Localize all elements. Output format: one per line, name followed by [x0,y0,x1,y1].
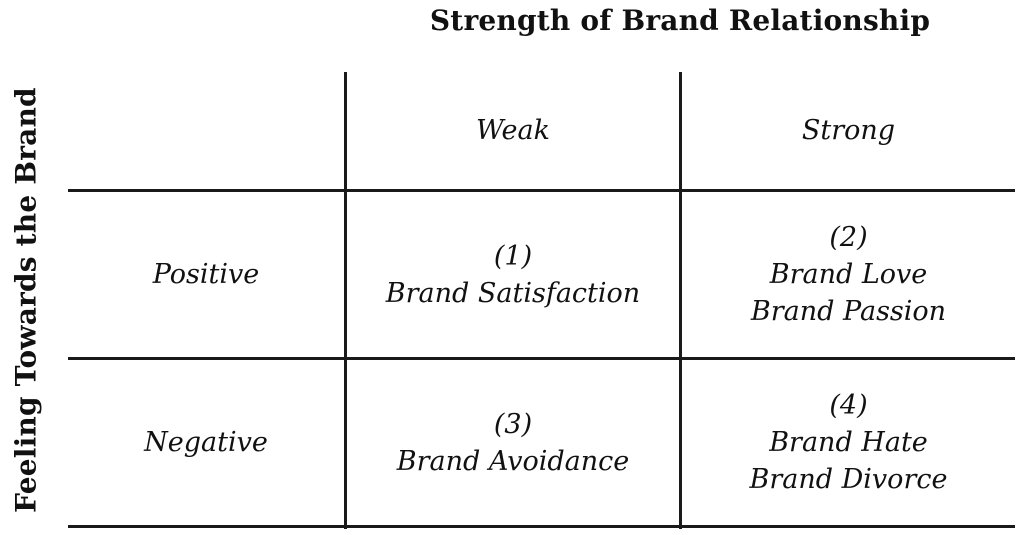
quadrant-4: (4) Brand Hate Brand Divorce [682,360,1015,525]
grid-line-horizontal-2 [68,357,1015,360]
quadrant-label: Brand Passion [750,296,947,327]
quadrant-label: Brand Divorce [749,464,948,495]
row-header-label: Negative [144,427,268,458]
grid-line-vertical-1 [344,72,347,529]
quadrant-label: Brand Love [769,259,928,290]
quadrant-label: Brand Satisfaction [385,277,641,309]
quadrant-number: (1) [493,240,533,272]
row-header-positive: Positive [68,192,344,357]
quadrant-3: (3) Brand Avoidance [347,360,679,525]
column-header-weak: Weak [347,72,679,189]
column-header-strong: Strong [682,72,1015,189]
quadrant-label: Brand Avoidance [396,445,630,477]
grid-line-vertical-2 [679,72,682,529]
row-header-label: Positive [152,259,260,290]
grid-line-horizontal-bottom [68,525,1015,528]
grid-line-horizontal-1 [68,189,1015,192]
row-header-negative: Negative [68,360,344,525]
quadrant-2: (2) Brand Love Brand Passion [682,192,1015,357]
column-axis-title: Strength of Brand Relationship [429,4,931,37]
column-header-label: Strong [801,115,896,146]
row-axis-title: Feeling Towards the Brand [9,87,43,513]
quadrant-label: Brand Hate [769,427,928,458]
quadrant-1: (1) Brand Satisfaction [347,192,679,357]
column-header-label: Weak [476,115,550,146]
quadrant-number: (3) [493,408,533,440]
quadrant-number: (2) [829,222,868,253]
quadrant-number: (4) [829,390,868,421]
